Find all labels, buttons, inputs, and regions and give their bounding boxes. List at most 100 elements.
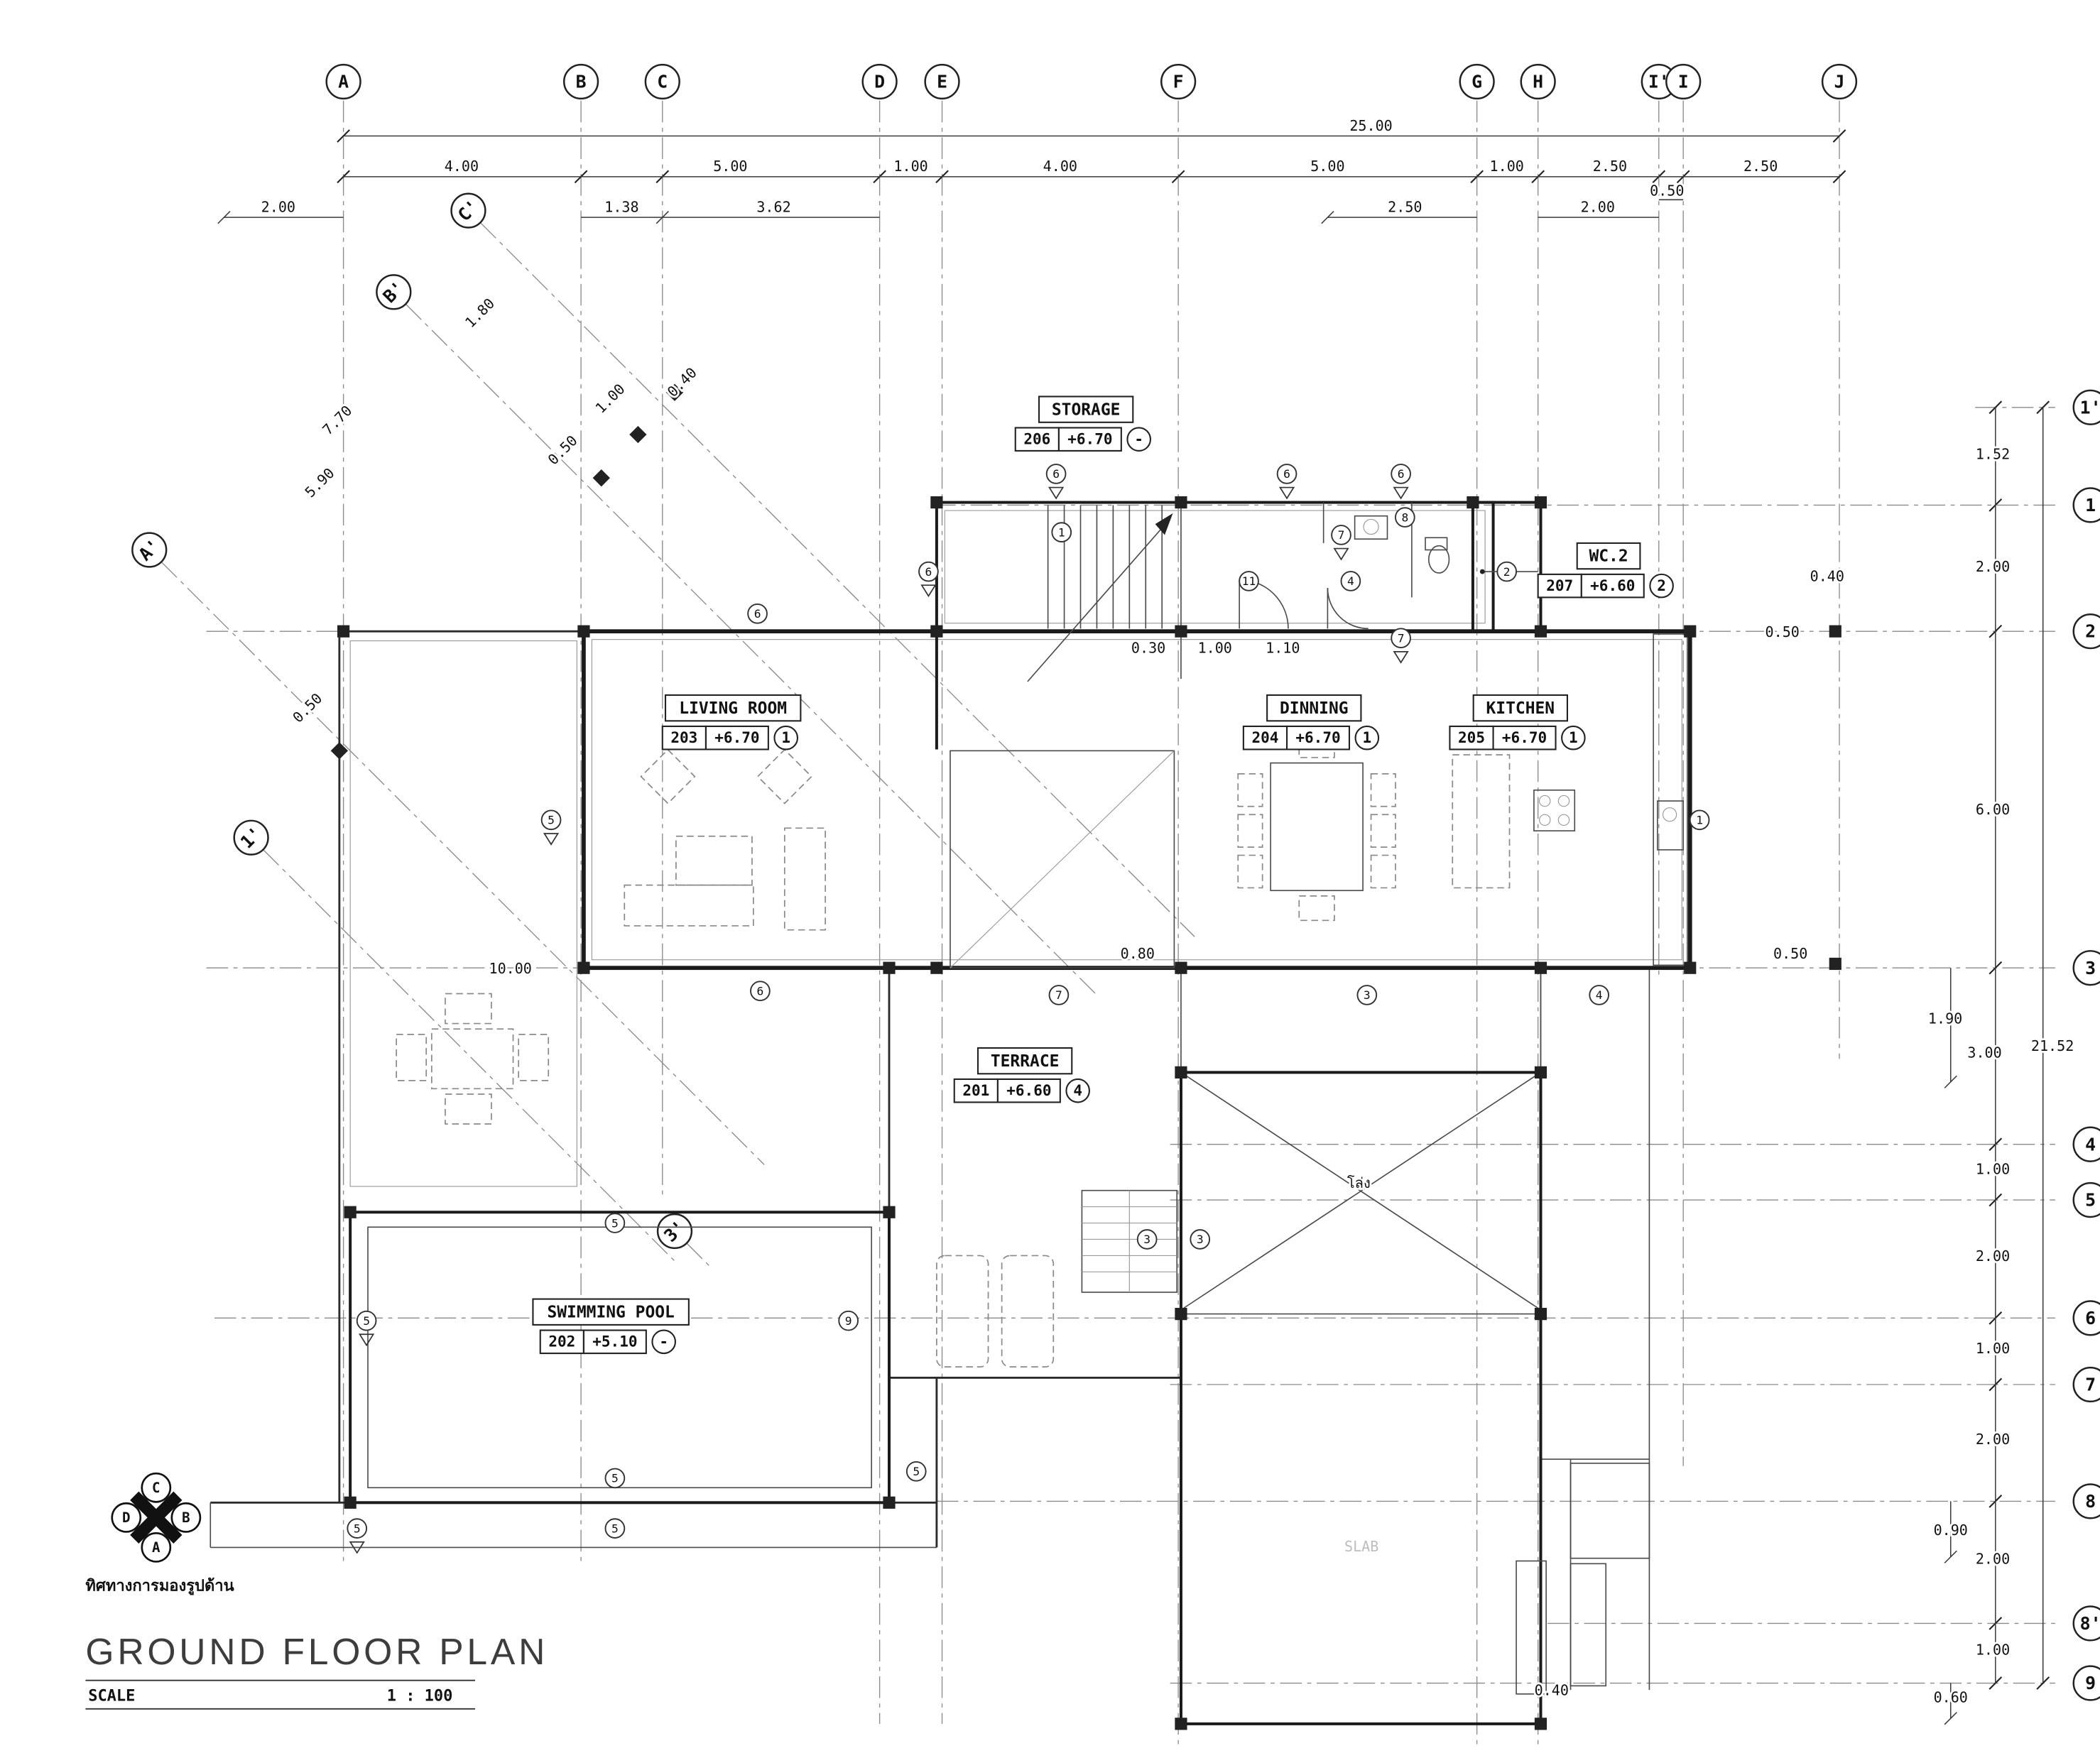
svg-text:F: F: [1173, 72, 1184, 92]
dimension-label: 1.00: [893, 158, 927, 175]
grid-row-1': 1': [2072, 389, 2100, 425]
column-marker: [1534, 496, 1547, 509]
room-elevation: +6.70: [714, 728, 759, 746]
callout-9: 9: [838, 1310, 859, 1331]
annotation: 0.50: [1766, 623, 1800, 640]
grid-row-8: 8: [2072, 1483, 2100, 1519]
svg-text:I: I: [1678, 72, 1689, 92]
compass-letter-top: C: [152, 1480, 161, 1496]
column-marker: [930, 496, 943, 509]
column-marker: [1534, 1718, 1547, 1730]
grid-column-F: F: [1160, 63, 1197, 100]
scale-label: SCALE: [88, 1687, 135, 1705]
column-marker: [1534, 961, 1547, 974]
grid-column-B: B: [562, 63, 599, 100]
dimension-label: 2.00: [1581, 199, 1615, 216]
room-number: 203: [670, 728, 697, 746]
column-markers: [330, 383, 1841, 1730]
callout-4: 4: [1589, 985, 1610, 1005]
grid-row-7: 7: [2072, 1366, 2100, 1403]
dimension-label: 1.00: [1976, 1641, 2010, 1658]
svg-text:5: 5: [354, 1522, 361, 1535]
column-marker: [1684, 961, 1697, 974]
room-name: WC.2: [1589, 547, 1628, 566]
svg-text:8: 8: [2085, 1491, 2096, 1512]
column-marker: [1175, 625, 1187, 638]
column-marker: [665, 383, 684, 401]
dimension-label: 5.00: [1310, 158, 1344, 175]
svg-text:3: 3: [1143, 1233, 1150, 1246]
callout-8: 8: [1395, 507, 1415, 528]
column-marker: [577, 625, 590, 638]
svg-text:H: H: [1533, 72, 1543, 92]
column-marker: [883, 1206, 896, 1218]
annotation: 1.10: [1266, 640, 1300, 657]
column-marker: [1175, 1718, 1187, 1730]
room-elevation: +6.70: [1502, 728, 1547, 746]
callout-3: 3: [1190, 1229, 1211, 1250]
svg-text:6: 6: [1398, 467, 1405, 481]
callout-5: 5: [356, 1310, 377, 1347]
callout-5: 5: [604, 1213, 626, 1233]
callout-7: 7: [1331, 525, 1351, 561]
column-marker: [930, 625, 943, 638]
room-elevation: +6.60: [1006, 1081, 1051, 1099]
room-name: TERRACE: [991, 1052, 1060, 1071]
scale-value: 1 : 100: [387, 1687, 453, 1705]
annotation: 0.90: [1934, 1522, 1968, 1539]
dimension-label: 2.50: [1388, 199, 1422, 216]
svg-text:G: G: [1471, 72, 1482, 92]
annotation: 1.00: [592, 381, 628, 417]
svg-text:4: 4: [2085, 1134, 2096, 1154]
grid-column-C: C: [644, 63, 680, 100]
grid-diagonal-B': B': [376, 274, 412, 310]
svg-text:7: 7: [1398, 631, 1405, 645]
dimension-label: 2.50: [1743, 158, 1778, 175]
room-tag: 2: [1657, 577, 1666, 594]
svg-text:11: 11: [1242, 574, 1256, 588]
room-tag: 1: [781, 728, 790, 746]
lounge-chair: [936, 1255, 989, 1368]
room-name: LIVING ROOM: [679, 699, 787, 718]
svg-text:6: 6: [2085, 1308, 2096, 1328]
column-marker: [1175, 1066, 1187, 1079]
toilet: [1427, 545, 1450, 574]
svg-text:6: 6: [925, 565, 932, 579]
room-elevation: +6.70: [1067, 430, 1112, 447]
column-marker: [577, 961, 590, 974]
grid-row-6: 6: [2072, 1300, 2100, 1336]
room-tag: 4: [1073, 1081, 1082, 1099]
grid-row-5: 5: [2072, 1181, 2100, 1218]
deck-strip: [1180, 967, 1542, 1074]
kitchen-island: [1452, 754, 1511, 889]
callout-5: 5: [347, 1518, 368, 1554]
column-marker: [1175, 496, 1187, 509]
compass-letter-bottom: A: [152, 1539, 161, 1556]
dimension-label: 1.00: [1490, 158, 1524, 175]
column-marker: [344, 1206, 357, 1218]
view-direction-compass: C B A D: [111, 1472, 202, 1563]
column-marker: [1534, 1066, 1547, 1079]
outdoor-table: [430, 1028, 514, 1090]
room-number: 206: [1023, 430, 1050, 447]
annotation: 3.00: [1967, 1044, 2001, 1061]
page-title: GROUND FLOOR PLAN: [85, 1631, 548, 1672]
callout-6: 6: [1045, 464, 1067, 500]
dimension-label: 2.00: [1976, 1431, 2010, 1448]
kitchen-counter: [1653, 633, 1688, 966]
dimension-label: 1.52: [1976, 445, 2010, 462]
floor-finishes: [1180, 967, 1650, 1460]
room-number: 207: [1546, 577, 1573, 594]
room-name: DINNING: [1280, 699, 1349, 718]
grid-row-1: 1: [2072, 487, 2100, 523]
grid-diagonals: C'B'A'1'3': [131, 192, 1195, 1269]
callout-6: 6: [750, 981, 771, 1002]
annotation: 0.30: [1131, 640, 1165, 657]
grid-column-G: G: [1459, 63, 1495, 100]
callout-5: 5: [604, 1518, 626, 1539]
annotation: 0.60: [1934, 1688, 1968, 1705]
callout-5: 5: [905, 1461, 927, 1482]
